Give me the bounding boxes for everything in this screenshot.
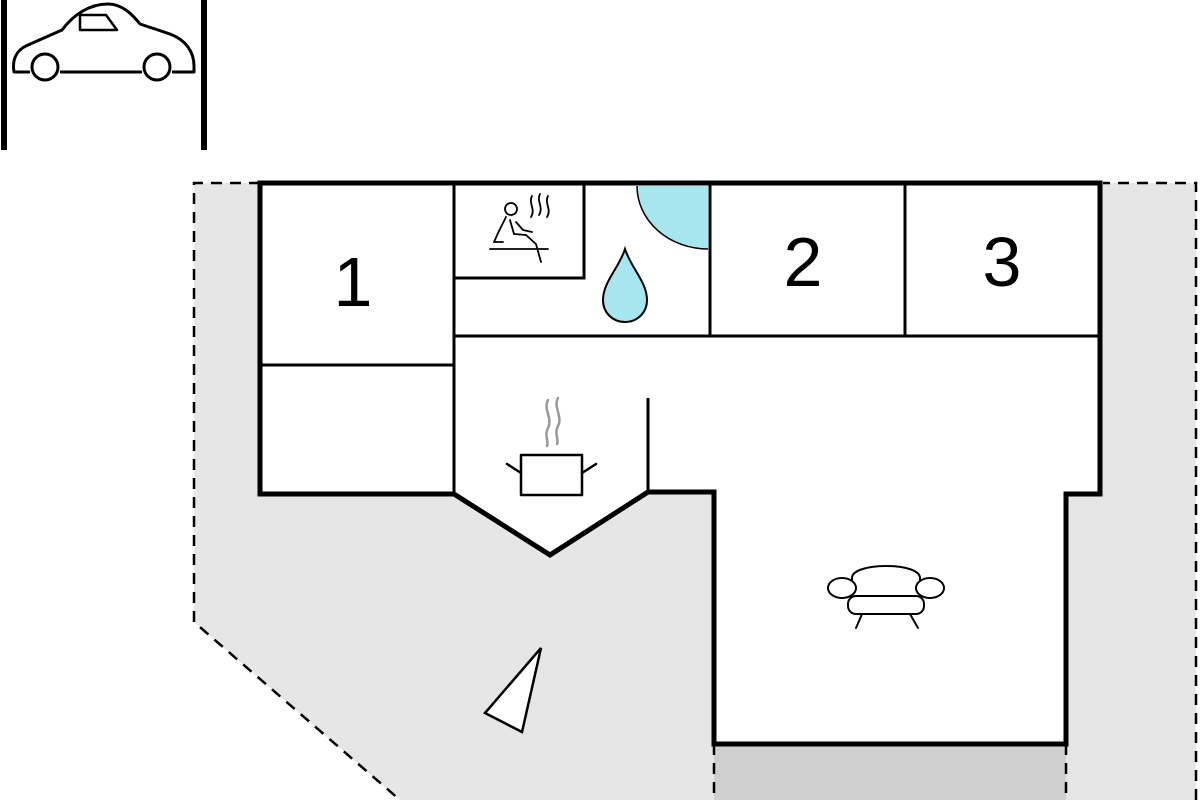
room-label-3: 3 [983,223,1022,301]
interior-walls [260,183,1098,494]
room-label-2: 2 [784,223,823,301]
sauna-icon [489,193,550,263]
exterior-wall [257,180,1103,747]
north-arrow-icon [483,647,543,734]
shower-area [637,186,708,249]
car-icon [12,2,196,82]
armchair-icon [827,565,945,629]
entrance-area [712,744,1068,800]
cooking-pot-icon [505,396,598,497]
room-label-1: 1 [334,243,373,321]
parking-space [1,0,207,150]
water-drop-icon [601,245,649,324]
